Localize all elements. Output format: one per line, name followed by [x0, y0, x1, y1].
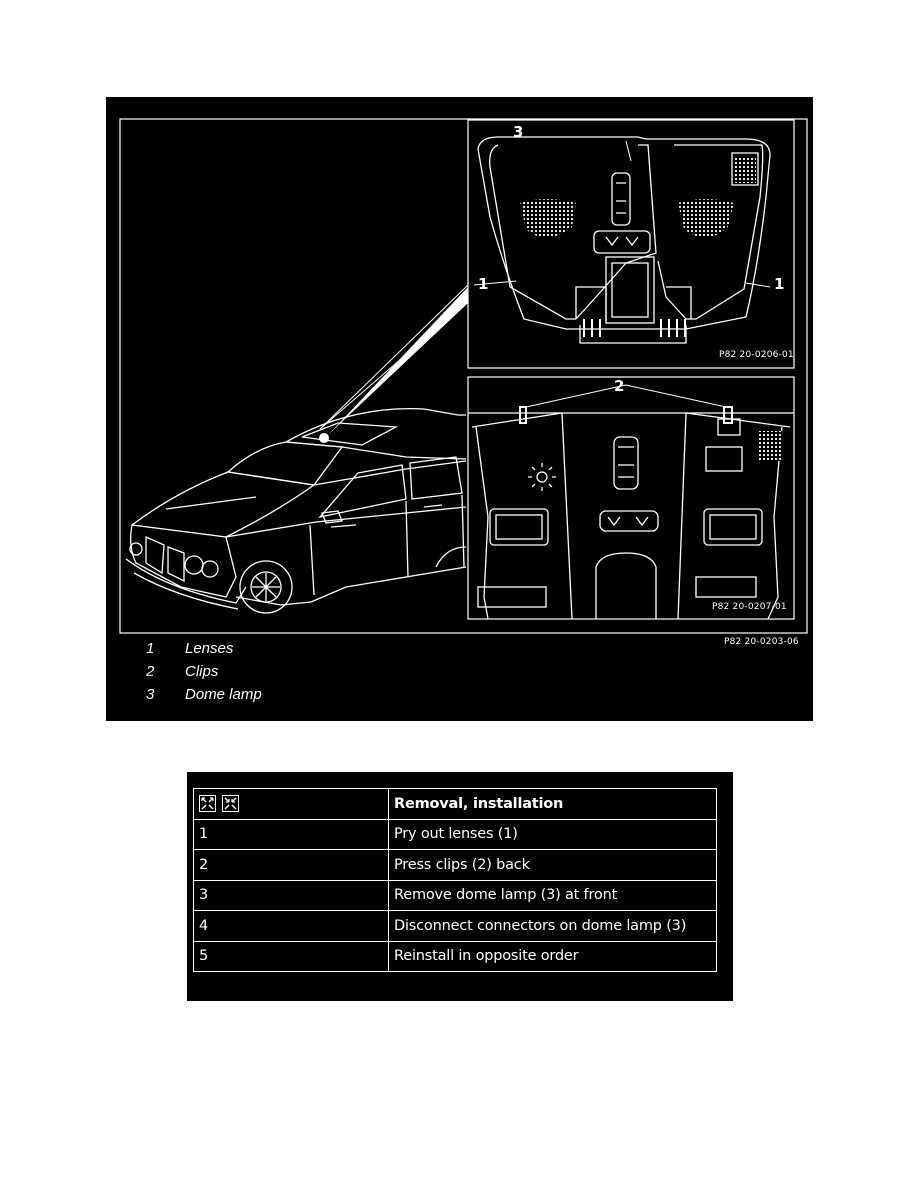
- figure-code: P82 20-0203-06: [724, 637, 799, 647]
- legend-number: 1: [146, 640, 155, 657]
- lens-left-pattern: [520, 199, 576, 238]
- legend-label: Dome lamp: [185, 686, 262, 703]
- lens-right-pattern: [678, 199, 734, 238]
- removal-icon: [199, 795, 216, 813]
- figure-frame: [119, 118, 808, 634]
- pointer-beam: [328, 287, 468, 435]
- figure-artwork: [119, 118, 808, 634]
- callout-1-left: 1: [478, 275, 489, 293]
- step-number: 3: [193, 879, 389, 911]
- callout-1-right: 1: [774, 275, 785, 293]
- step-text: Pry out lenses (1): [388, 818, 717, 850]
- step-number: 1: [193, 818, 389, 850]
- step-number: 4: [193, 910, 389, 942]
- step-number: 5: [193, 940, 389, 972]
- table-header-row: Removal, installation: [193, 788, 717, 820]
- dome-lamp-clips-view: [468, 384, 794, 620]
- leader-line-1-left: [473, 280, 517, 286]
- table-row: 3 Remove dome lamp (3) at front: [193, 879, 717, 911]
- pointer-bead: [319, 433, 329, 443]
- inset-top-code: P82 20-0206-01: [719, 350, 794, 360]
- table-row: 5 Reinstall in opposite order: [193, 940, 717, 972]
- header-icons-cell: [193, 788, 389, 820]
- procedure-table: Removal, installation 1 Pry out lenses (…: [193, 788, 717, 972]
- table-header-title: Removal, installation: [388, 788, 717, 820]
- dome-lamp-figure: 3 1 1 2 P82 20-0206-01 P82 20-0207-01 P8…: [106, 97, 813, 721]
- callout-2: 2: [614, 377, 625, 395]
- legend-number: 2: [146, 663, 155, 680]
- leader-line-3: [625, 140, 632, 162]
- table-row: 4 Disconnect connectors on dome lamp (3): [193, 910, 717, 942]
- car-illustration: [125, 284, 469, 614]
- legend-label: Lenses: [185, 640, 234, 657]
- step-text: Reinstall in opposite order: [388, 940, 717, 972]
- installation-icon: [222, 795, 239, 813]
- leader-line-1-right: [745, 282, 771, 288]
- legend-label: Clips: [185, 663, 219, 680]
- inset-bottom-code: P82 20-0207-01: [712, 602, 787, 612]
- step-text: Remove dome lamp (3) at front: [388, 879, 717, 911]
- procedure-table-panel: Removal, installation 1 Pry out lenses (…: [187, 772, 733, 1001]
- lamp-patch-bottom: [758, 431, 782, 461]
- step-text: Press clips (2) back: [388, 849, 717, 881]
- legend-number: 3: [146, 686, 155, 703]
- step-number: 2: [193, 849, 389, 881]
- dome-lamp-top-view: [477, 136, 771, 344]
- inset-bottom-frame: [467, 376, 795, 620]
- callout-3: 3: [513, 123, 524, 141]
- lamp-patch: [734, 157, 756, 183]
- table-row: 1 Pry out lenses (1): [193, 818, 717, 850]
- step-text: Disconnect connectors on dome lamp (3): [388, 910, 717, 942]
- table-row: 2 Press clips (2) back: [193, 849, 717, 881]
